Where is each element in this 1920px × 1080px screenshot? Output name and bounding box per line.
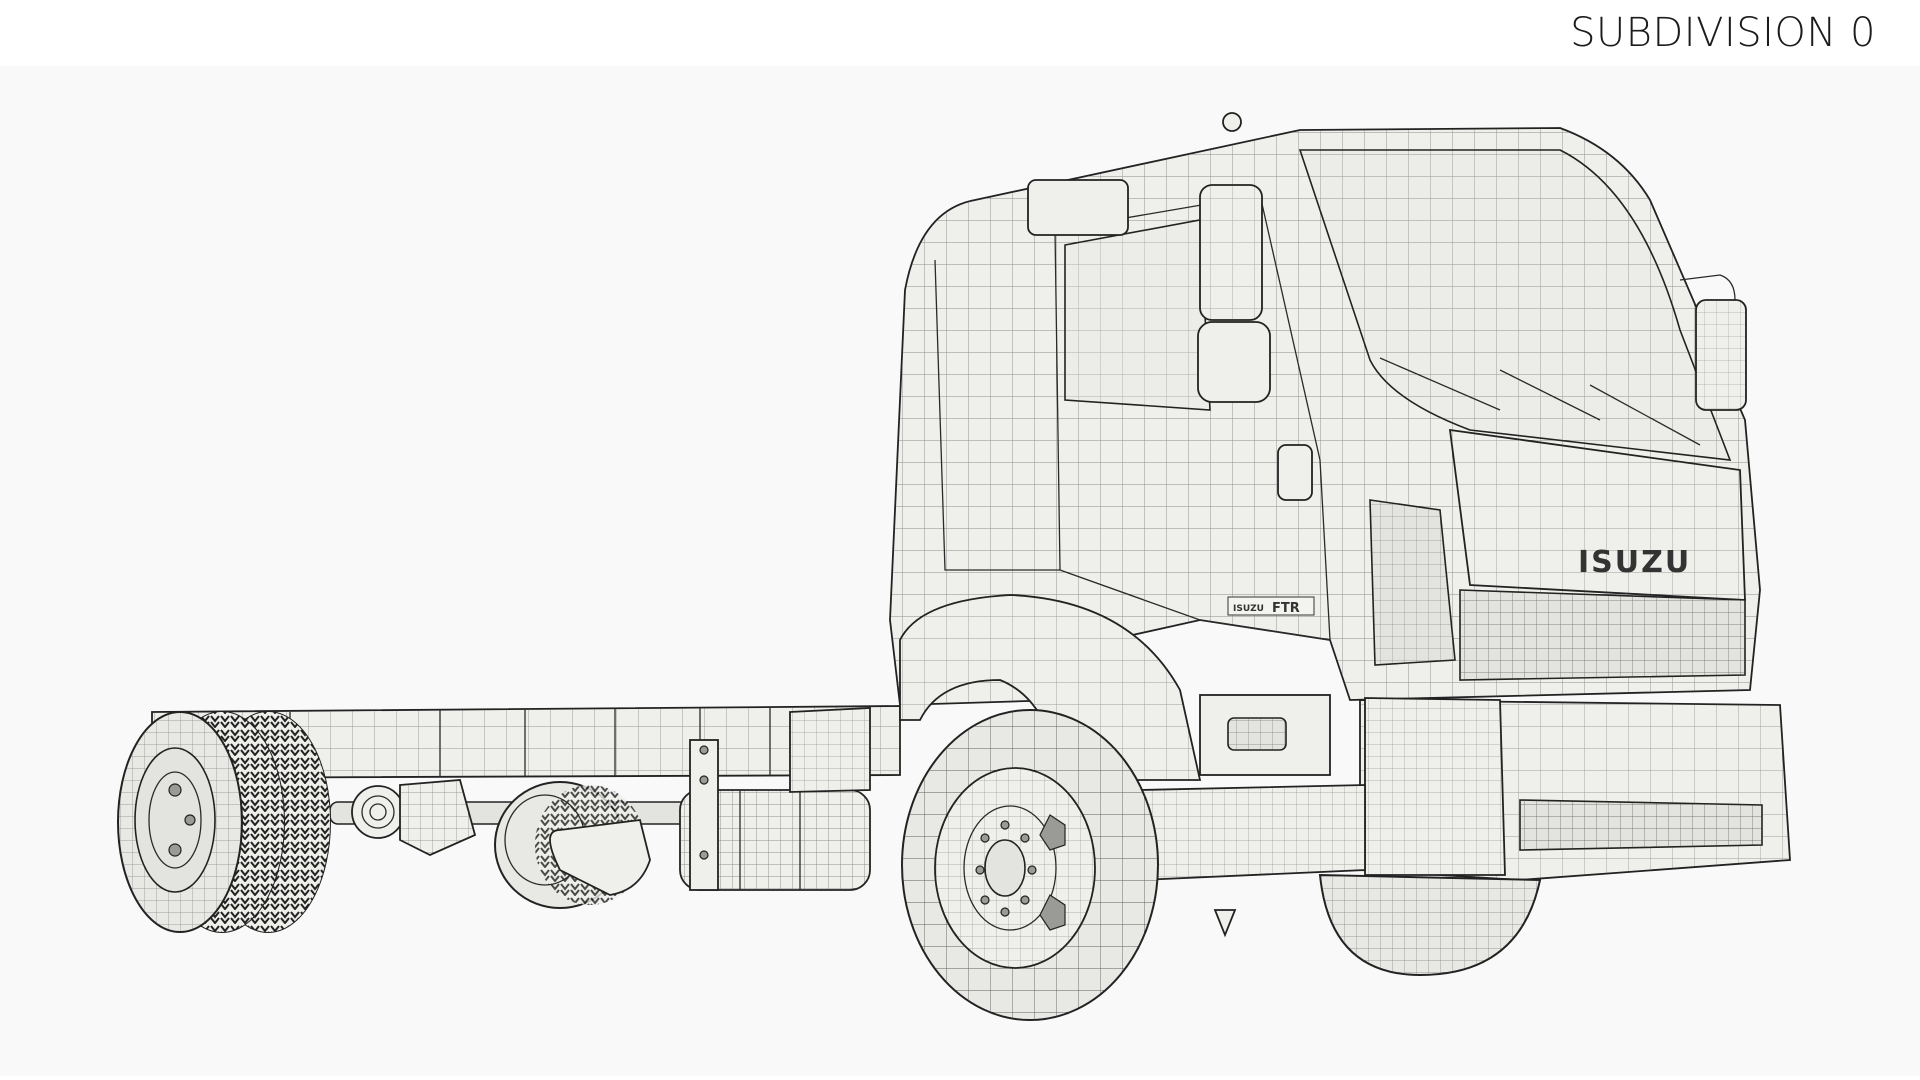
battery-box [789,707,871,793]
exhaust-muffler [549,739,871,896]
front-near-wheel [901,709,1159,1021]
front-bumper [1139,697,1791,938]
front-far-wheel [1318,873,1542,977]
subdivision-label: SUBDIVISION 0 [1570,10,1876,56]
roof-beacon [1222,112,1242,132]
mirrors [1027,112,1747,501]
rear-dual-wheels [117,711,331,933]
header-bar: SUBDIVISION 0 [0,0,1920,66]
front-isuzu-logo: ISUZU [1578,545,1691,580]
bottom-strip [0,1076,1920,1080]
side-badge-model: FTR [1272,601,1300,616]
cab-body: ISUZU ISUZU FTR [889,127,1761,781]
side-badge-brand: ISUZU [1233,604,1264,614]
